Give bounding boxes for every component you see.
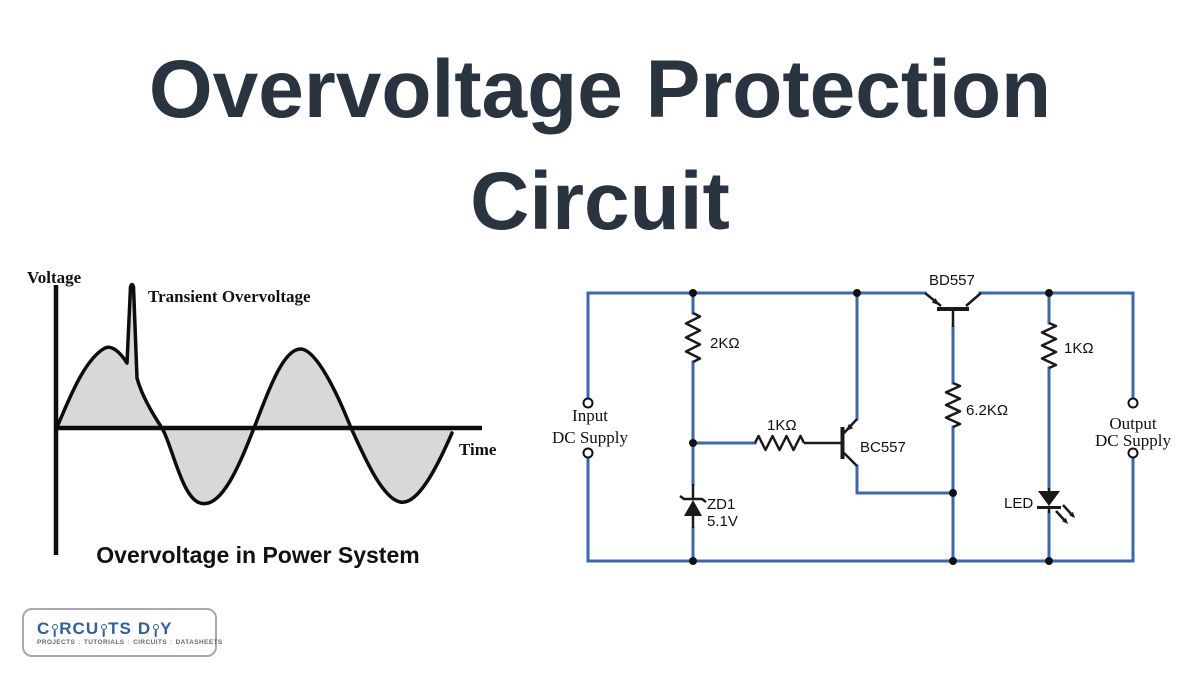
tagline-item: TUTORIALS	[83, 638, 125, 646]
resistor-6k2-label: 6.2KΩ	[966, 402, 1008, 419]
resistor-2k: 2KΩ	[684, 311, 740, 364]
transient-annotation: Transient Overvoltage	[148, 287, 311, 306]
title-line-1: Overvoltage Protection	[148, 44, 1052, 135]
brand-part: C	[37, 618, 51, 638]
wires	[586, 291, 1135, 563]
page-title: Overvoltage Protection Circuit	[0, 34, 1200, 258]
zener-value-label: 5.1V	[707, 513, 738, 530]
resistor-1k-base-label: 1KΩ	[767, 417, 797, 434]
bc557-label: BC557	[860, 439, 906, 456]
tagline-separator: :	[127, 638, 131, 646]
zener-diode-zd1: ZD1 5.1V	[679, 484, 738, 530]
resistor-1k-led-label: 1KΩ	[1064, 340, 1094, 357]
brand-part: Y	[160, 618, 173, 638]
pin-i-icon	[100, 624, 107, 637]
brand-part: TS	[108, 618, 132, 638]
tagline-item: CIRCUITS	[133, 638, 167, 646]
transistor-bd557: BD557	[924, 272, 982, 327]
resistor-6k2: 6.2KΩ	[944, 381, 1008, 429]
waveform-fill	[57, 284, 452, 504]
tagline-item: PROJECTS	[37, 638, 76, 646]
pin-i-icon	[152, 624, 159, 637]
title-line-2: Circuit	[470, 156, 730, 247]
graph-caption: Overvoltage in Power System	[96, 542, 419, 568]
output-label: Output	[1109, 414, 1157, 433]
output-terminals: Output DC Supply	[1095, 397, 1172, 459]
brand-part: RCU	[59, 618, 100, 638]
brand-part: D	[137, 618, 152, 638]
tagline-separator: :	[170, 638, 173, 646]
junction-dots	[689, 289, 1053, 565]
zener-ref-label: ZD1	[707, 496, 735, 513]
input-label: Input	[572, 406, 608, 425]
led: LED	[1004, 488, 1075, 524]
bd557-label: BD557	[929, 272, 975, 289]
input-sub-label: DC Supply	[552, 428, 629, 447]
protection-circuit-schematic: 2KΩ 1KΩ ZD1 5.1V BC557	[552, 272, 1172, 565]
waveform-curve	[55, 282, 454, 506]
led-label: LED	[1004, 495, 1033, 512]
tagline: PROJECTS : TUTORIALS : CIRCUITS : DATASH…	[37, 639, 223, 646]
x-axis-label: Time	[459, 440, 497, 459]
input-terminals: Input DC Supply	[552, 397, 629, 459]
resistor-2k-label: 2KΩ	[710, 335, 740, 352]
overvoltage-waveform-graph: Voltage Transient Overvoltage Time Overv…	[27, 268, 497, 568]
pin-i-icon	[51, 624, 58, 637]
y-axis-label: Voltage	[27, 268, 82, 287]
transistor-bc557: BC557	[840, 418, 906, 467]
resistor-1k-base: 1KΩ	[753, 417, 841, 452]
resistor-1k-led: 1KΩ	[1040, 321, 1094, 370]
tagline-separator: :	[78, 638, 81, 646]
output-sub-label: DC Supply	[1095, 431, 1172, 450]
tagline-item: DATASHEETS	[175, 638, 223, 646]
